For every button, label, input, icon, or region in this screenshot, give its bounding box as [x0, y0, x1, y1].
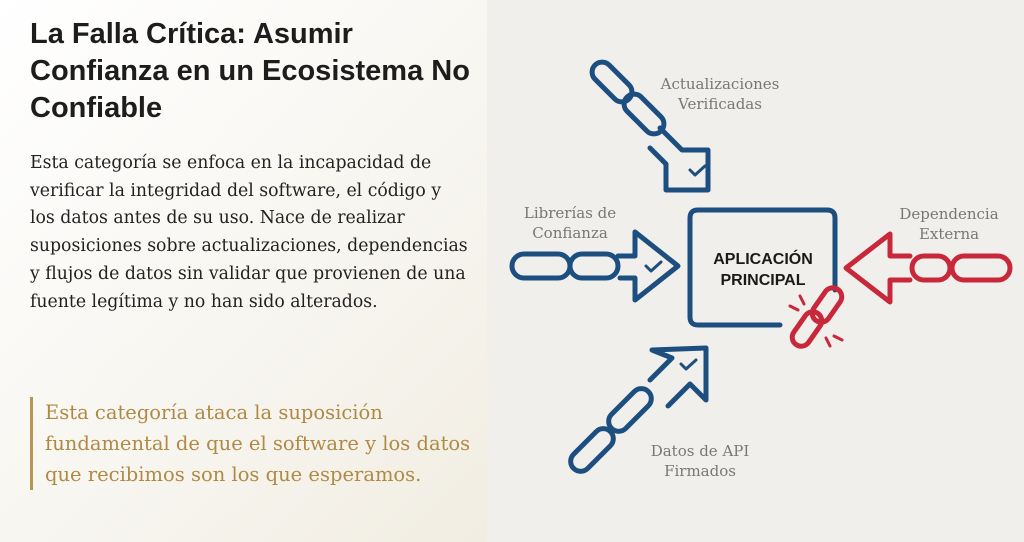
slide-body: Esta categoría se enfoca en la incapacid… [30, 153, 468, 312]
label-line: Datos de API [650, 442, 750, 460]
label-line: Externa [918, 225, 980, 243]
check-icon [644, 260, 663, 273]
application-label-line1: APLICACIÓN [713, 251, 813, 268]
slide-quote: Esta categoría ataca la suposición funda… [30, 397, 475, 490]
slide-title: La Falla Crítica: Asumir Confianza en un… [30, 18, 470, 124]
application-label: APLICACIÓN PRINCIPAL [690, 249, 836, 291]
application-label-line2: PRINCIPAL [720, 272, 806, 289]
label-dependencia: Dependencia Externa [874, 204, 1024, 244]
label-line: Librerías de [523, 204, 617, 222]
chain-arrow-bottom [568, 345, 709, 474]
label-line: Dependencia [899, 205, 999, 223]
check-icon [679, 358, 698, 371]
chain-arrow-left [509, 229, 681, 303]
label-librerias: Librerías de Confianza [500, 203, 640, 243]
broken-link-icon [788, 285, 845, 349]
check-icon [688, 164, 707, 177]
label-line: Actualizaciones [660, 75, 780, 93]
label-line: Confianza [532, 224, 608, 242]
label-line: Firmados [664, 462, 736, 480]
text-panel: La Falla Crítica: Asumir Confianza en un… [0, 0, 487, 542]
application-box [687, 207, 838, 328]
chain-arrow-right-broken [843, 231, 1013, 305]
label-line: Verificadas [678, 95, 762, 113]
label-actualizaciones: Actualizaciones Verificadas [630, 74, 810, 114]
chain-arrow-top [589, 59, 711, 193]
label-datos-api: Datos de API Firmados [630, 441, 770, 481]
